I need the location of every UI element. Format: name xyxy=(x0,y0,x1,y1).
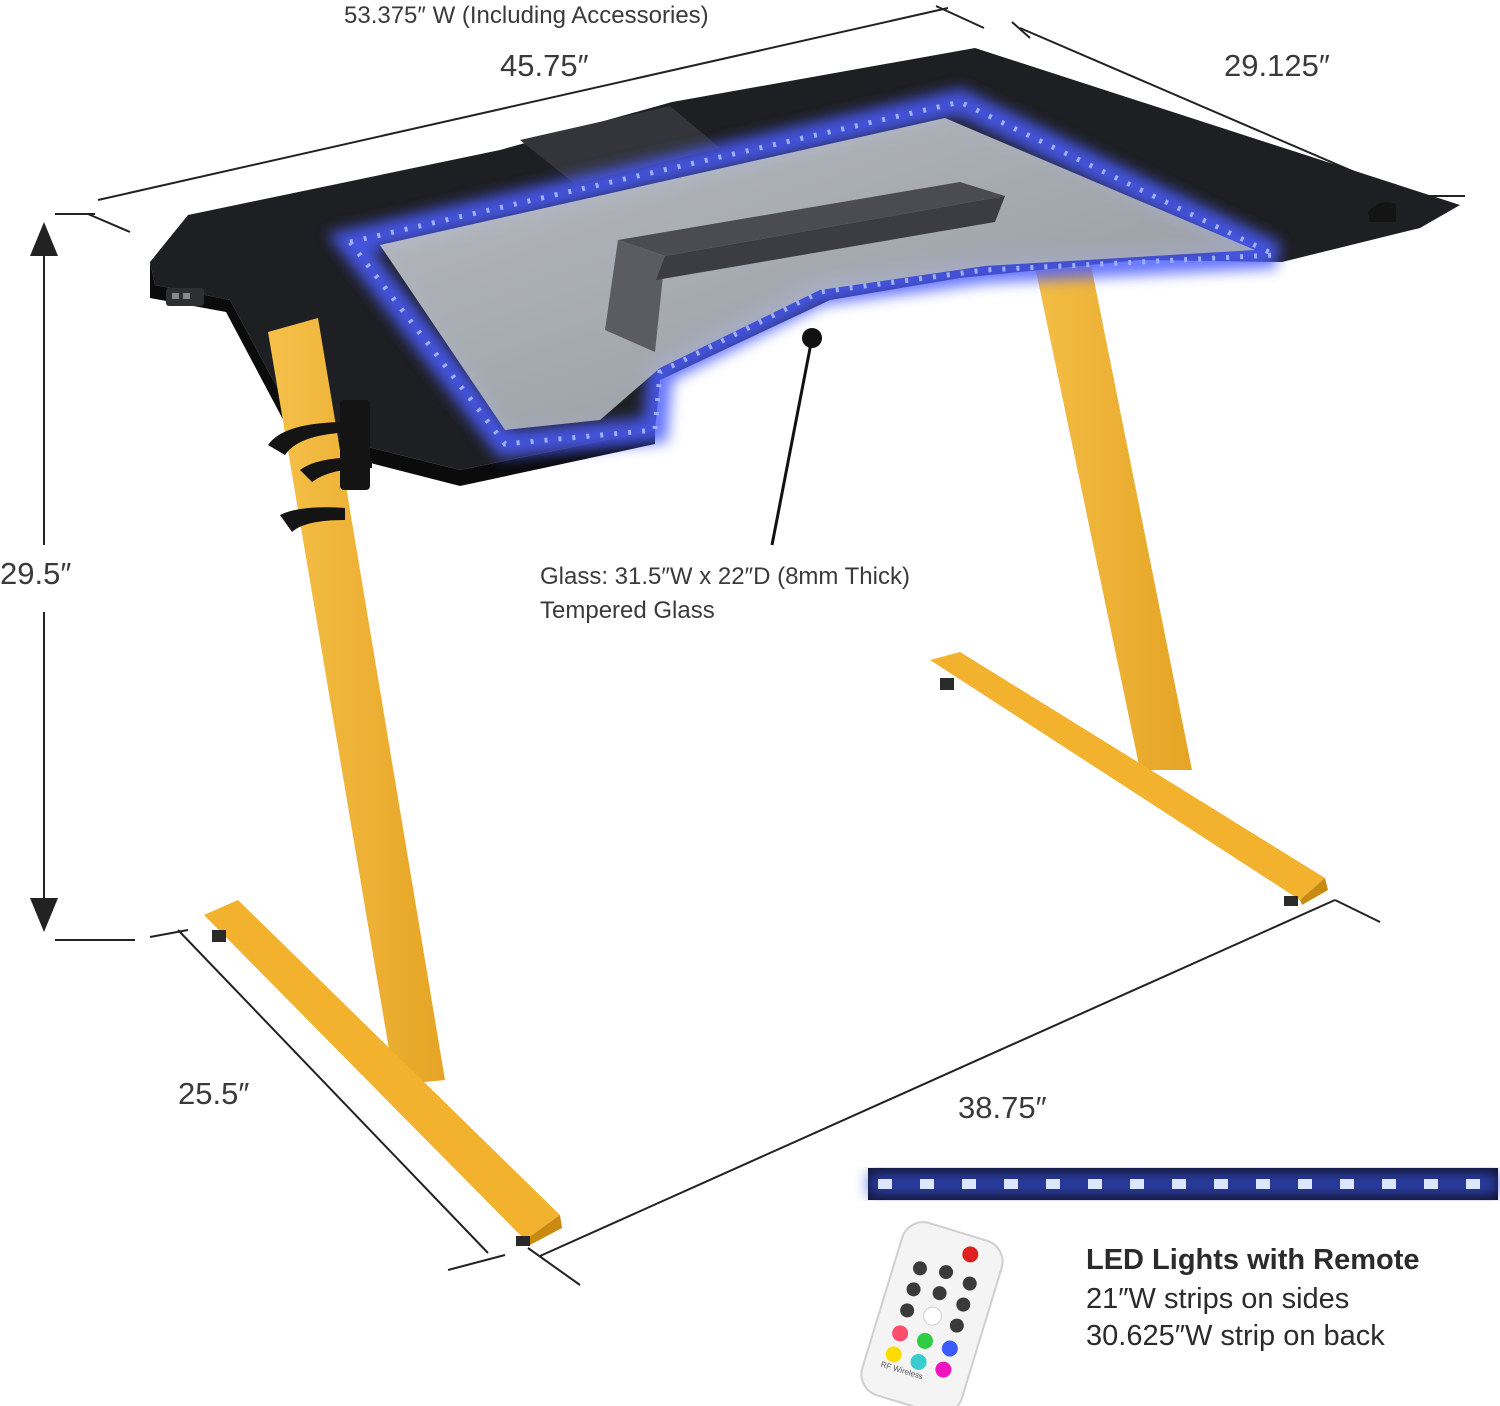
glass-spec-line-1: Glass: 31.5″W x 22″D (8mm Thick) xyxy=(540,563,910,590)
base-width-label: 38.75″ xyxy=(958,1090,1047,1125)
base-depth-label: 25.5″ xyxy=(178,1076,250,1111)
overall-width-label: 53.375″ W (Including Accessories) xyxy=(344,2,709,29)
top-width-label: 45.75″ xyxy=(500,48,589,83)
led-description: LED Lights with Remote 21″W strips on si… xyxy=(1086,1244,1420,1353)
glass-spec: Glass: 31.5″W x 22″D (8mm Thick) Tempere… xyxy=(540,560,910,628)
dimension-lines xyxy=(43,5,1465,1286)
usb-hub xyxy=(166,288,204,306)
right-leg xyxy=(930,170,1328,906)
led-strip xyxy=(868,1168,1498,1200)
led-sides-text: 21″W strips on sides xyxy=(1086,1283,1350,1315)
glass-spec-line-2: Tempered Glass xyxy=(540,597,715,624)
height-label: 29.5″ xyxy=(0,556,72,591)
headphone-hook xyxy=(268,400,372,532)
cup-holder xyxy=(1368,202,1396,222)
glass-callout xyxy=(770,328,822,546)
height-arrow-heads xyxy=(30,222,58,932)
desktop xyxy=(150,48,1460,486)
led-title: LED Lights with Remote xyxy=(1086,1244,1420,1276)
led-back-text: 30.625″W strip on back xyxy=(1086,1320,1385,1352)
remote-control xyxy=(860,1221,1004,1406)
power-button-icon xyxy=(962,1246,979,1263)
top-depth-label: 29.125″ xyxy=(1224,48,1330,83)
